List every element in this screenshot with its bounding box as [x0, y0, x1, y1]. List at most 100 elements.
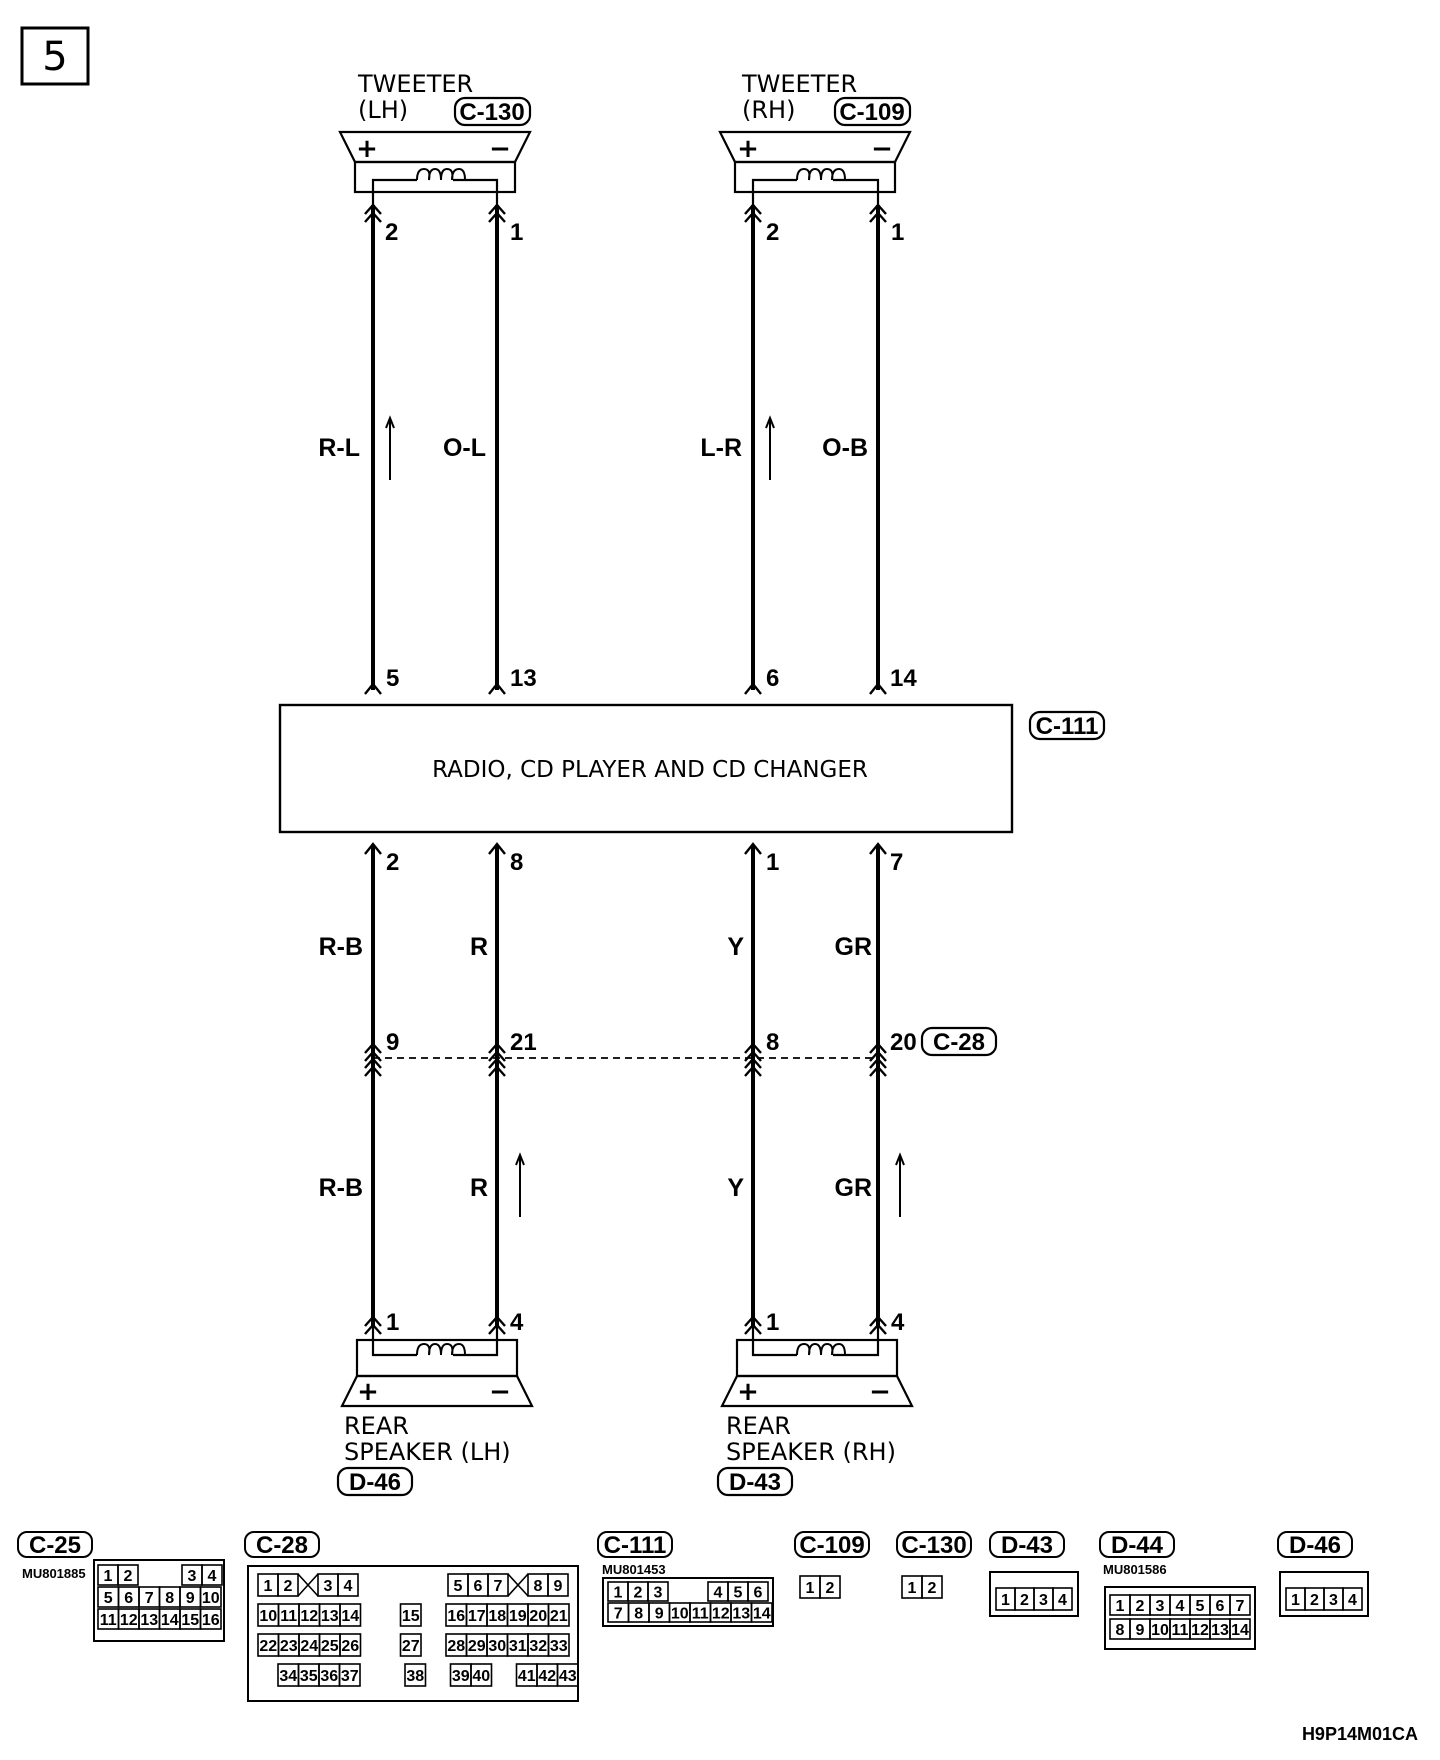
cavity-number: 17: [468, 1608, 486, 1625]
rear-lh-connector: D-46: [349, 1469, 401, 1496]
cavity-number: 1: [264, 1578, 273, 1595]
cavity-number: 8: [534, 1578, 543, 1595]
rear-rh-cone: [720, 1374, 914, 1408]
cavity-number: 7: [145, 1590, 154, 1607]
cavity-number: 7: [614, 1606, 623, 1623]
radio-unit: RADIO, CD PLAYER AND CD CHANGER C-111: [278, 703, 1106, 834]
cavity-number: 23: [280, 1638, 298, 1655]
cavity-number: 1: [1116, 1598, 1125, 1615]
cavity-number: 8: [634, 1606, 643, 1623]
cavity-number: 12: [120, 1612, 138, 1629]
page-number-box: 5: [20, 26, 90, 86]
radio-connector-badge: [1028, 710, 1106, 741]
rear-lh-connector-badge: [336, 1466, 414, 1497]
legend-d46-title: D-46: [1289, 1532, 1341, 1559]
cavity-number: 22: [259, 1638, 277, 1655]
cavity-number: 28: [447, 1638, 465, 1655]
cavity-number: 30: [488, 1638, 506, 1655]
cavity-number: 1: [614, 1585, 623, 1602]
wire-color-label: R: [470, 1174, 488, 1202]
cavity-number: 2: [1136, 1598, 1145, 1615]
radio-pin: 2: [386, 849, 399, 876]
cavity-number: 14: [753, 1606, 771, 1623]
rear-lh-plus: +: [357, 1377, 379, 1407]
tweeter-rh-plus: +: [737, 134, 759, 164]
radio-pin: 8: [510, 849, 523, 876]
cavity-number: 13: [321, 1608, 339, 1625]
cavity-number: 8: [165, 1590, 174, 1607]
cavity-number: 41: [518, 1668, 536, 1685]
cavity-number: 4: [1348, 1592, 1357, 1609]
cavity-number: 42: [538, 1668, 556, 1685]
legend-c25-part: MU801885: [22, 1566, 86, 1581]
cavity-number: 25: [321, 1638, 339, 1655]
cavity-number: 36: [320, 1668, 338, 1685]
tweeter-lh-minus: −: [489, 134, 511, 164]
cavity-number: 14: [161, 1612, 179, 1629]
cavity-number: 5: [734, 1585, 743, 1602]
cavity-number: 24: [300, 1638, 318, 1655]
tweeter-lh-title: TWEETER: [357, 70, 473, 98]
cavity-number: 4: [1176, 1598, 1185, 1615]
wire-color-label: GR: [835, 933, 873, 961]
wire-color-label: GR: [835, 1174, 873, 1202]
cavity-number: 6: [754, 1585, 763, 1602]
cavity-number: 12: [300, 1608, 318, 1625]
radio-pin: 14: [890, 665, 917, 692]
cavity-number: 10: [1151, 1622, 1169, 1639]
tweeter-lh-coil: [416, 168, 466, 181]
cavity-number: 5: [454, 1578, 463, 1595]
wire-color-label: Y: [727, 1174, 744, 1202]
cavity-number: 12: [712, 1606, 730, 1623]
cavity-number: 38: [406, 1668, 424, 1685]
rear-rh-title: REAR: [726, 1412, 791, 1440]
cavity-number: 11: [280, 1608, 297, 1625]
upper-wires: 2 1 2 1 R-L O-L L-R O-B 5 13 6 14: [318, 203, 917, 696]
cavity-number: 11: [100, 1612, 117, 1629]
cavity-number: 43: [559, 1668, 577, 1685]
wire-color-label: L-R: [700, 434, 742, 462]
legend-c111-title: C-111: [604, 1532, 667, 1559]
cavity-number: 34: [279, 1668, 297, 1685]
cavity-number: 14: [341, 1608, 359, 1625]
cavity-number: 5: [1196, 1598, 1205, 1615]
rear-lh-coil: [416, 1343, 466, 1356]
cavity-number: 1: [104, 1568, 113, 1585]
cavity-number: 4: [1058, 1592, 1067, 1609]
blank-cavity-icon: [507, 1573, 529, 1597]
cavity-number: 39: [452, 1668, 470, 1685]
cavity-number: 11: [1172, 1622, 1189, 1639]
cavity-number: 9: [186, 1590, 195, 1607]
cavity-number: 12: [1191, 1622, 1209, 1639]
cavity-number: 15: [181, 1612, 199, 1629]
junction-pin: 20: [890, 1029, 917, 1056]
tweeter-lh: TWEETER (LH) C-130 + −: [338, 70, 532, 205]
cavity-number: 3: [1039, 1592, 1048, 1609]
cavity-number: 3: [188, 1568, 197, 1585]
current-direction-arrow-icon: [895, 1154, 905, 1218]
cavity-number: 18: [488, 1608, 506, 1625]
tweeter-lh-pin-minus: 1: [510, 219, 523, 246]
legend-c111-part: MU801453: [602, 1562, 666, 1577]
blank-cavity-icon: [297, 1573, 319, 1597]
tweeter-rh-coil: [796, 168, 846, 181]
tweeter-lh-connector: C-130: [459, 99, 524, 126]
cavity-number: 31: [509, 1638, 527, 1655]
cavity-number: 2: [124, 1568, 133, 1585]
cavity-number: 29: [468, 1638, 486, 1655]
junction-pin: 9: [386, 1029, 399, 1056]
cavity-number: 20: [529, 1608, 547, 1625]
tweeter-rh-side: (RH): [742, 96, 795, 124]
tweeter-rh-pin-minus: 1: [891, 219, 904, 246]
tweeter-lh-pin-plus: 2: [385, 219, 398, 246]
legend-d43-title: D-43: [1001, 1532, 1053, 1559]
rear-rh-subtitle: SPEAKER (RH): [726, 1438, 896, 1466]
cavity-number: 1: [1291, 1592, 1300, 1609]
cavity-number: 1: [806, 1580, 815, 1597]
legend-d44-part: MU801586: [1103, 1562, 1167, 1577]
legend-c25-title: C-25: [29, 1532, 81, 1559]
cavity-number: 5: [104, 1590, 113, 1607]
cavity-number: 1: [1001, 1592, 1010, 1609]
